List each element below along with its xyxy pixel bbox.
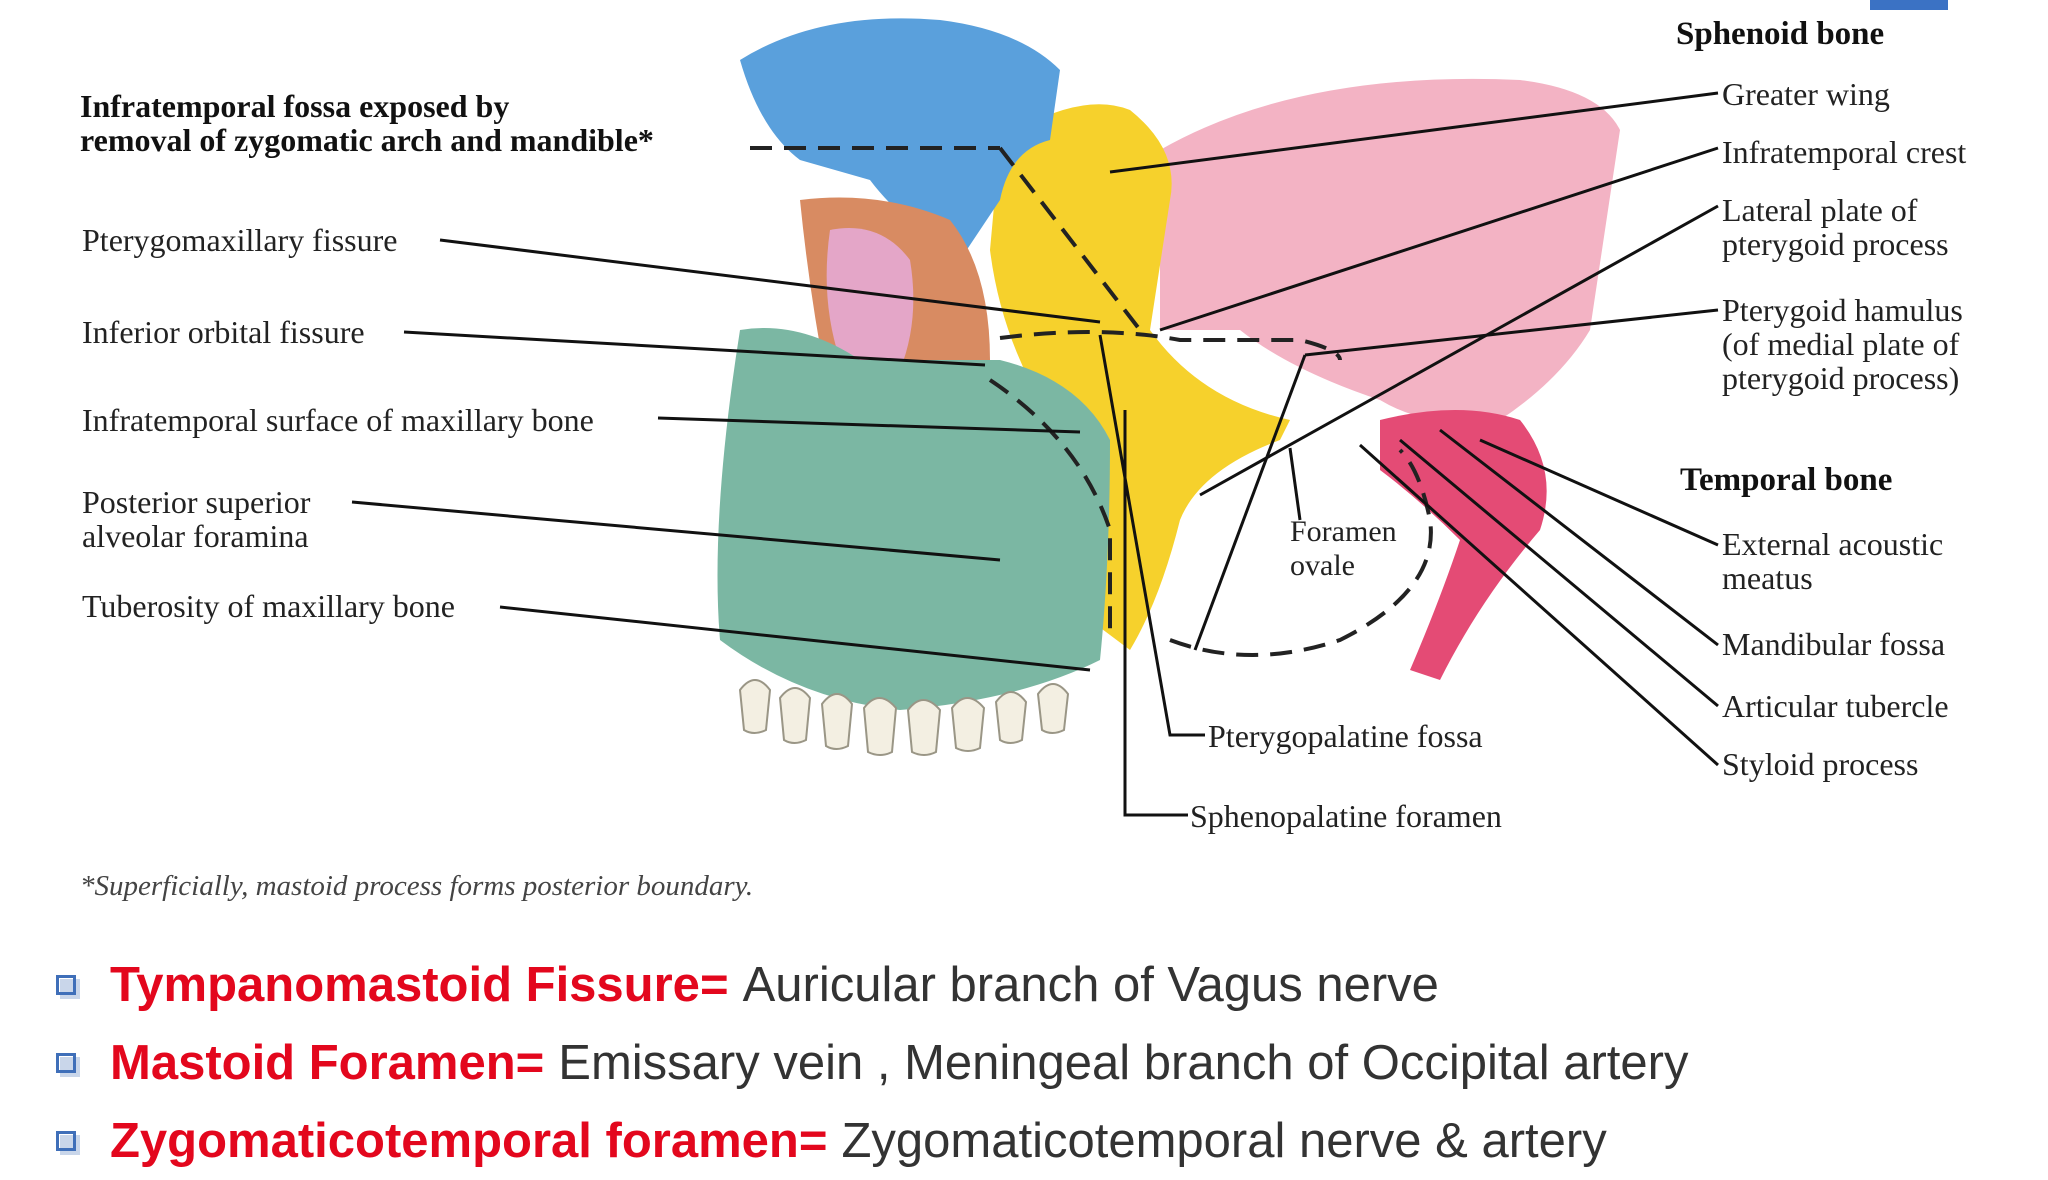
bullet-item: Zygomaticotemporal foramen= Zygomaticote… <box>56 1102 2016 1180</box>
label-posterior-superior-2: alveolar foramina <box>82 518 309 554</box>
label-infratemporal-fossa-2: removal of zygomatic arch and mandible* <box>80 122 654 158</box>
label-pterygoid-hamulus-3: pterygoid process) <box>1722 360 1960 396</box>
label-infratemporal-surface: Infratemporal surface of maxillary bone <box>82 402 594 438</box>
maxillary-teeth <box>738 679 1070 756</box>
bullet-term: Tympanomastoid Fissure= <box>110 958 729 1012</box>
label-greater-wing: Greater wing <box>1722 76 1890 112</box>
label-pterygopalatine-fossa: Pterygopalatine fossa <box>1208 718 1483 754</box>
bullet-term: Mastoid Foramen= <box>110 1036 545 1090</box>
diagram-footnote: *Superficially, mastoid process forms po… <box>80 870 754 902</box>
slide-accent-bar <box>1870 0 1948 10</box>
bullet-description: Zygomaticotemporal nerve & artery <box>841 1114 1607 1168</box>
label-infratemporal-crest: Infratemporal crest <box>1722 134 1967 170</box>
label-foramen-ovale-1: Foramen <box>1290 515 1397 548</box>
label-lateral-plate-2: pterygoid process <box>1722 226 1949 262</box>
label-pterygomaxillary-fissure: Pterygomaxillary fissure <box>82 222 398 258</box>
leader-lines <box>351 91 1719 817</box>
heading-sphenoid-bone: Sphenoid bone <box>1676 16 1885 52</box>
bullet-item: Mastoid Foramen= Emissary vein , Meninge… <box>56 1024 2016 1102</box>
styloid-region <box>1380 410 1547 680</box>
label-sphenopalatine-foramen: Sphenopalatine foramen <box>1190 798 1502 834</box>
label-mandibular-fossa: Mandibular fossa <box>1722 626 1946 662</box>
label-inferior-orbital-fissure: Inferior orbital fissure <box>82 314 365 350</box>
label-tuberosity: Tuberosity of maxillary bone <box>82 588 455 624</box>
bullet-description: Emissary vein , Meningeal branch of Occi… <box>558 1036 1689 1090</box>
bullet-box-icon <box>56 1131 80 1155</box>
label-infratemporal-fossa-1: Infratemporal fossa exposed by <box>80 88 510 124</box>
label-pterygoid-hamulus-2: (of medial plate of <box>1722 326 1960 362</box>
temporal-bone-region <box>1160 78 1620 423</box>
bullet-list: Tympanomastoid Fissure= Auricular branch… <box>56 946 2016 1180</box>
label-external-acoustic-2: meatus <box>1722 560 1813 596</box>
label-pterygoid-hamulus-1: Pterygoid hamulus <box>1722 292 1963 328</box>
skull-diagram <box>351 18 1719 817</box>
sphenoid-bone-region <box>990 104 1290 651</box>
maxilla-region <box>717 328 1110 710</box>
label-foramen-ovale-2: ovale <box>1290 549 1355 582</box>
orbit-region <box>826 228 914 378</box>
label-external-acoustic-1: External acoustic <box>1722 526 1944 562</box>
heading-temporal-bone: Temporal bone <box>1680 462 1893 498</box>
label-posterior-superior-1: Posterior superior <box>82 484 311 520</box>
bullet-box-icon <box>56 975 80 999</box>
frontal-bone-region <box>740 18 1060 260</box>
label-lateral-plate-1: Lateral plate of <box>1722 192 1918 228</box>
bullet-box-icon <box>56 1053 80 1077</box>
label-articular-tubercle: Articular tubercle <box>1722 688 1949 724</box>
label-styloid-process: Styloid process <box>1722 746 1919 782</box>
bullet-term: Zygomaticotemporal foramen= <box>110 1114 828 1168</box>
bullet-item: Tympanomastoid Fissure= Auricular branch… <box>56 946 2016 1024</box>
dashed-outlines <box>750 146 1433 657</box>
bullet-description: Auricular branch of Vagus nerve <box>742 958 1439 1012</box>
